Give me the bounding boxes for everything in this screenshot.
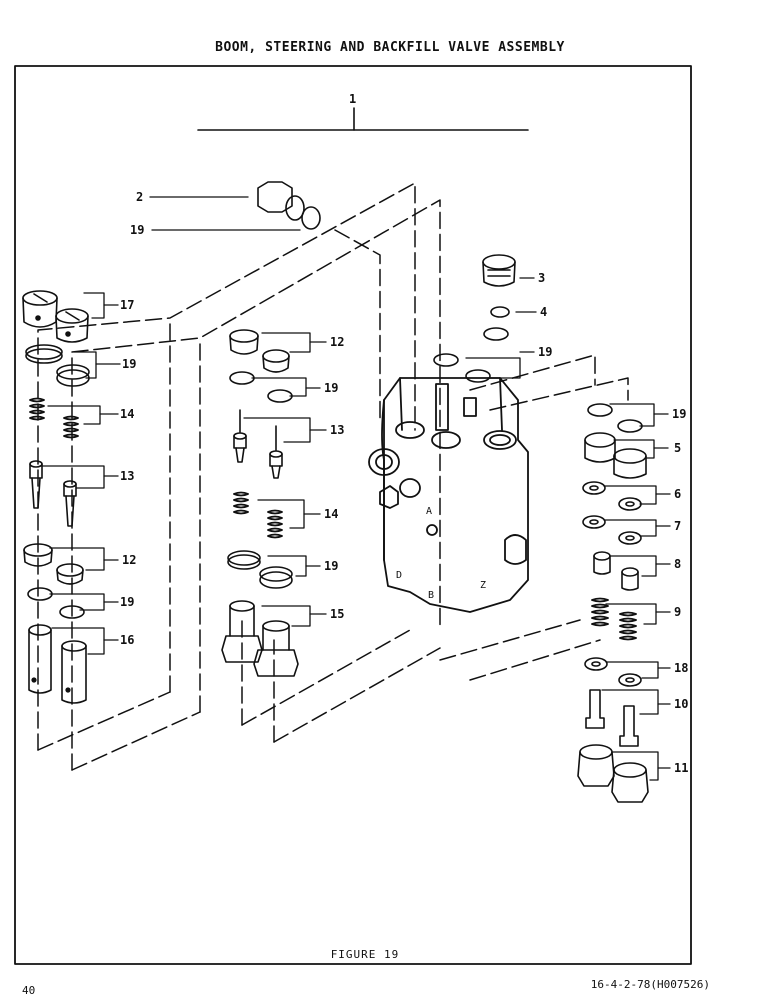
- part-13-poppets-left: [29, 460, 77, 527]
- callout-2: 2: [136, 190, 143, 204]
- callout-17: 17: [120, 298, 134, 312]
- callout-18: 18: [674, 661, 688, 675]
- port-mark-b: B: [428, 590, 434, 601]
- callout-5: 5: [674, 441, 681, 455]
- callout-13-left: 13: [120, 469, 134, 483]
- valve-body: [368, 377, 529, 613]
- part-7-washers: [582, 515, 642, 545]
- callout-4: 4: [540, 305, 547, 319]
- part-8-spacers: [593, 551, 639, 591]
- part-17-plugs: [22, 290, 89, 343]
- callout-12-centre: 12: [330, 335, 344, 349]
- leader-lines: [39, 196, 671, 781]
- callout-13-centre: 13: [330, 423, 344, 437]
- part-15-fittings: [221, 600, 299, 677]
- callout-19-right-upper: 19: [538, 345, 552, 359]
- callout-19-left-lower: 19: [120, 595, 134, 609]
- page-number: 40: [22, 984, 36, 997]
- callout-7: 7: [674, 519, 681, 533]
- part-10-adjusting-screws: [585, 689, 639, 747]
- document-code: 16-4-2-78(H007526): [590, 978, 710, 991]
- callout-1-bracket: [197, 107, 529, 131]
- figure-frame: [14, 65, 692, 965]
- part-13-poppets-centre: [233, 409, 283, 479]
- callout-14-left: 14: [120, 407, 134, 421]
- part-19-orings-centre: [227, 371, 293, 589]
- part-4-ring: [490, 306, 510, 318]
- part-6-washers: [582, 481, 642, 511]
- part-18-washers: [584, 657, 642, 687]
- callout-19-right-lower: 19: [672, 407, 686, 421]
- valve-body-port-marks: A D B Z: [396, 506, 486, 601]
- callout-14-centre: 14: [324, 507, 338, 521]
- callout-8: 8: [674, 557, 681, 571]
- callout-1: 1: [349, 92, 356, 106]
- part-11-caps: [577, 744, 649, 803]
- callout-16: 16: [120, 633, 134, 647]
- part-5-caps: [584, 432, 647, 479]
- callout-19-centre-upper: 19: [324, 381, 338, 395]
- callout-numbers: 1 2 19 17 19 14 13 12 19 16 12 19 13 14 …: [120, 92, 688, 775]
- callout-19-top: 19: [130, 223, 144, 237]
- part-19-orings-right: [433, 327, 643, 433]
- callout-11: 11: [674, 761, 688, 775]
- page-title: BOOM, STEERING AND BACKFILL VALVE ASSEMB…: [215, 40, 565, 55]
- part-9-springs: [591, 597, 637, 641]
- part-2-plug: [257, 181, 305, 221]
- part-12-seats-centre: [229, 329, 290, 373]
- part-19-seal-rings-left: [25, 344, 90, 619]
- part-19-oring-top: [301, 206, 321, 230]
- figure-label: FIGURE 19: [330, 948, 400, 961]
- callout-15: 15: [330, 607, 344, 621]
- part-14-springs-left: [29, 397, 79, 439]
- callout-19-left-upper: 19: [122, 357, 136, 371]
- part-12-seats-left: [23, 543, 84, 585]
- callout-10: 10: [674, 697, 688, 711]
- callout-19-centre-lower: 19: [324, 559, 338, 573]
- callout-3: 3: [538, 271, 545, 285]
- callout-12-left: 12: [122, 553, 136, 567]
- part-16-sleeves: [28, 624, 87, 704]
- callout-9: 9: [674, 605, 681, 619]
- part-14-springs-centre: [233, 491, 283, 539]
- port-mark-z: Z: [480, 580, 486, 591]
- part-3-plug: [482, 254, 516, 287]
- phantom-outline-lines: [37, 182, 629, 771]
- callout-6: 6: [674, 487, 681, 501]
- port-mark-a: A: [426, 506, 432, 517]
- port-mark-d: D: [396, 570, 402, 581]
